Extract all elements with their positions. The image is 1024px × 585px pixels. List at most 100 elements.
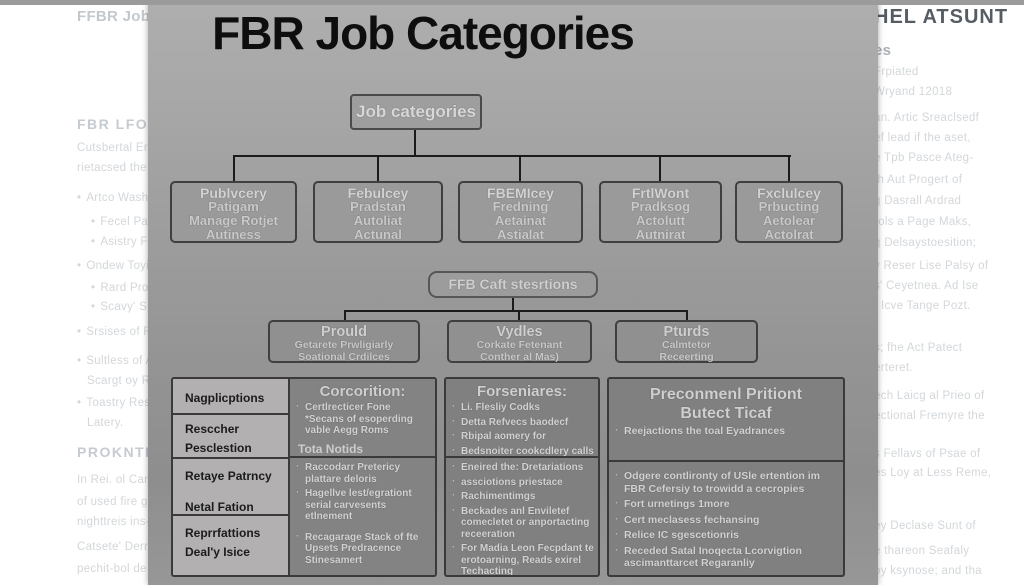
row-label-column: Nagplicptions Resccher Pesclestion Retay… — [173, 379, 290, 575]
row-label-text: Nagplicptions — [185, 391, 265, 405]
node-line: FBEMIcey — [487, 185, 554, 201]
row-label-text: Pesclestion — [185, 441, 252, 455]
node-line: Actolutt — [635, 213, 686, 228]
node-line: Publvcery — [200, 185, 267, 201]
bullet-item: Receded Satal Inoqecta Lcorvigtion ascim… — [609, 544, 843, 570]
connector-line — [377, 155, 379, 181]
column-corcorition: Corcorition: Certlrecticer Fone *Secans … — [290, 379, 435, 575]
bullet-item: assciotions priestace — [446, 476, 598, 489]
row-label: Reprrfattions Deal'y Isice — [173, 516, 288, 573]
bg-text-line: Scargt oy R — [87, 375, 151, 387]
bg-heading: FFBR Job — [77, 8, 151, 25]
connector-line — [788, 155, 790, 181]
node-line: Fxclulcey — [757, 185, 821, 201]
bg-text-line: an. Artic Sreaclsedf — [874, 112, 980, 124]
bullet-item: Fort urnetings 1more — [609, 497, 843, 511]
node-line: FrtlWont — [631, 185, 690, 201]
row-label: Nagplicptions — [173, 379, 288, 415]
bg-bullet-line: Scavy' S — [91, 301, 147, 313]
level2-node: Vydles Corkate Fetenant Conther al Mas) — [447, 320, 592, 363]
column-header-line: Preconmenl Pritiont — [649, 386, 803, 403]
level1-node: FBEMIcey Fredning Aetainat Astialat — [458, 181, 583, 243]
connector-line — [519, 155, 521, 181]
level1-node: Publvcery Patigam Manage Rotjet Autiness — [170, 181, 297, 243]
bg-text-line: oy ksynose; and tha — [874, 565, 982, 577]
row-label-text: Retaye Patrncy — [185, 469, 272, 483]
window-top-edge — [0, 0, 1024, 5]
level2-node: Pturds Calmtetor Receerting — [615, 320, 758, 363]
connector-line — [512, 298, 514, 310]
cell: Preconmenl Pritiont Butect Ticaf Reejact… — [609, 379, 843, 462]
bg-section-heading: FBR LFORY — [77, 116, 171, 132]
node-line: Conther al Mas) — [480, 350, 559, 363]
node-line: Pradksog — [630, 199, 691, 214]
bg-text-line: rietacsed the r — [77, 162, 155, 174]
bullet-item: Reejactions the toal Eyadrances — [609, 424, 843, 438]
connector-line — [233, 155, 791, 157]
node-line: Manage Rotjet — [189, 213, 278, 228]
bg-text-line: Catsete' Derre — [77, 541, 155, 553]
node-line: Actolrat — [764, 227, 814, 242]
bg-text-line: ech Laicg al Prieo of — [874, 390, 985, 402]
row-label: Resccher Pesclestion — [173, 415, 288, 459]
bullet-item: Hagellve lest/egrationt serial carvesent… — [290, 487, 435, 523]
connector-line — [686, 310, 688, 321]
bg-text-line: f Icve Tange Pozt. — [874, 300, 971, 312]
bg-text-line: of used fire gh — [77, 496, 155, 508]
bg-bullet-line: Toastry Res — [77, 397, 150, 409]
bg-bullet-line: Rard Pro — [91, 282, 149, 294]
bg-text-line: rols a Page Maks, — [874, 216, 972, 228]
level1-node: Febulcey Pradstan Autoliat Actunal — [313, 181, 443, 243]
bg-text-line: ey Declase Sunt of — [874, 520, 976, 532]
node-line: Prould — [321, 324, 367, 340]
bg-text-line: Frpiated — [874, 66, 919, 78]
row-label-text: Deal'y Isice — [185, 545, 250, 559]
note-text: Tota Notids — [298, 441, 364, 456]
bg-text-line: ectional Fremyre the — [874, 410, 985, 422]
bg-text-line: e thareon Seafaly — [874, 545, 970, 557]
bg-section-heading: PROKNTIS — [77, 444, 162, 460]
bg-text-line: s Fellavs of Psae of — [874, 448, 981, 460]
node-line: Pradstan — [350, 199, 406, 214]
node-line: Soational Crdilces — [298, 350, 390, 363]
bullet-item: Relice IC sgescetionris — [609, 528, 843, 542]
level1-node: FrtlWont Pradksog Actolutt Autnirat — [599, 181, 722, 243]
bullet-item: Cert meclasess fechansing — [609, 513, 843, 527]
cell: Forseniares: Li. Flesliy Codks Detta Ref… — [446, 379, 598, 458]
node-line: Febulcey — [347, 185, 409, 201]
node-line: Vydles — [496, 324, 543, 340]
bg-text-line: g Delsaystoesition; — [874, 237, 977, 249]
bg-text-line: th Aut Progert of — [874, 174, 963, 186]
cell: Raccodarr Pretericy plattare deloris Hag… — [290, 458, 435, 569]
bullet-item: Detta Refvecs baodecf — [446, 416, 598, 429]
node-line: Calmtetor — [661, 339, 711, 351]
row-label: Retaye Patrncy Netal Fation — [173, 459, 288, 516]
bullet-item: Odgere contlironty of USle ertention im … — [609, 469, 843, 495]
node-line: Fredning — [492, 199, 549, 214]
node-line: Astialat — [497, 227, 544, 242]
page-title: FBR Job Categories — [212, 7, 635, 59]
bg-text-line: s' Ceyetnea. Ad Ise — [874, 280, 979, 292]
cell: Odgere contlironty of USle ertention im … — [609, 462, 843, 573]
row-label-text: Netal Fation — [185, 500, 254, 514]
bg-text-line: Wryand 12018 — [874, 86, 953, 98]
connector-line — [414, 130, 416, 155]
column-header: Corcorition: — [319, 383, 406, 400]
node-line: Receerting — [659, 350, 714, 363]
bg-heading: HEL ATSUNT — [874, 6, 1009, 28]
connector-line — [518, 310, 520, 321]
column-header: Preconmenl Pritiont Butect Ticaf — [609, 379, 843, 425]
connector-line — [344, 310, 688, 312]
root-node: Job categories — [350, 94, 482, 130]
bullet-item: Bedsnoiter cookcdlery calls — [446, 445, 598, 456]
node-line: Pturds — [663, 324, 710, 340]
table-panel-preconmenl: Preconmenl Pritiont Butect Ticaf Reejact… — [607, 377, 845, 577]
bg-text-line: e Tpb Pasce Ateg- — [874, 152, 974, 164]
connector-line — [344, 310, 346, 321]
cell: Corcorition: Certlrecticer Fone *Secans … — [290, 379, 435, 458]
bullet-item: Eneired the: Dretariations — [446, 461, 598, 474]
bg-text-line: Cutsbertal Erc — [77, 142, 155, 154]
bg-text-line: es — [874, 42, 892, 59]
bullet-item: For Madia Leon Fecpdant te erotoarning, … — [446, 542, 598, 575]
node-line: Aetolear — [762, 213, 816, 228]
